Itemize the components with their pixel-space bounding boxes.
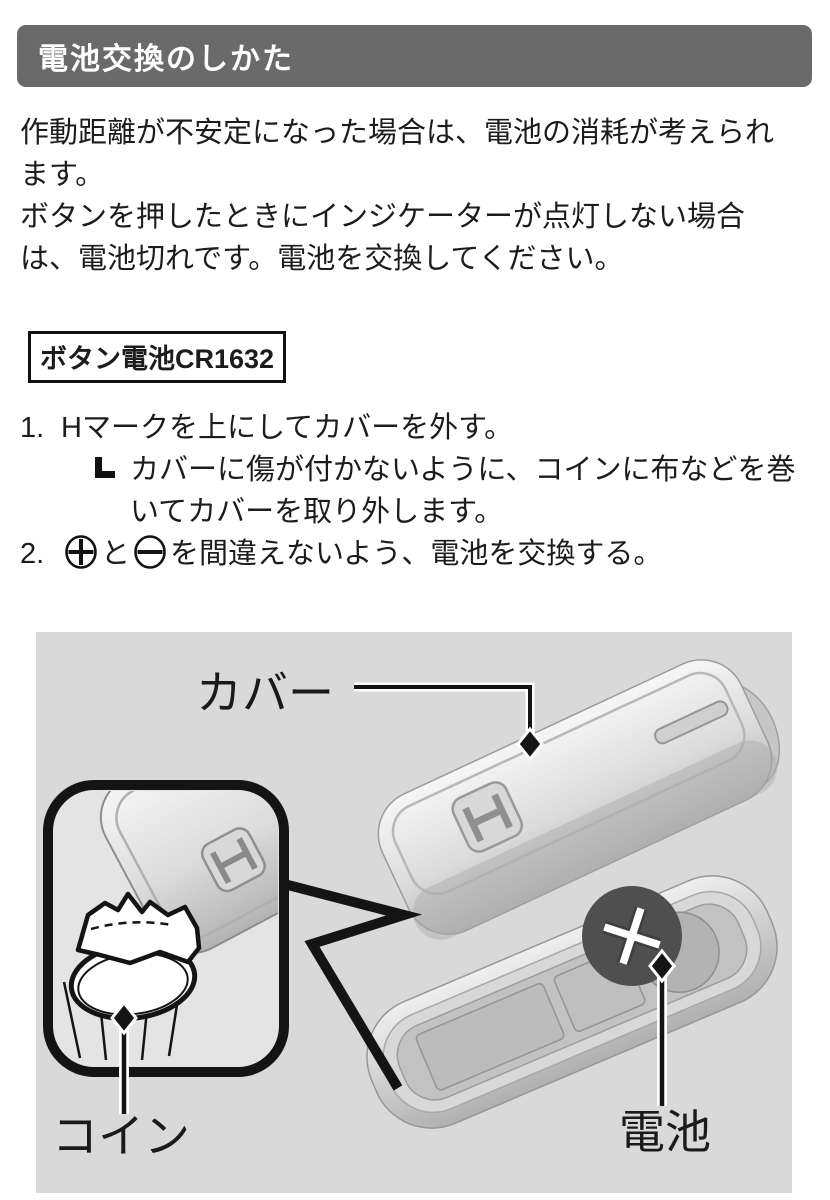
callout-pointer — [282, 879, 423, 1091]
cover-label: カバー — [196, 667, 334, 719]
step-1: 1. Hマークを上にしてカバーを外す。 — [20, 407, 812, 449]
step-2: 2. と を間違えないよう、電池を交換する。 — [20, 533, 812, 575]
step-1-text: Hマークを上にしてカバーを外す。 — [61, 412, 514, 444]
sub-step-marker-icon — [95, 457, 115, 478]
battery-label: 電池 — [619, 1106, 711, 1158]
cover-pointer-diamond — [516, 726, 544, 762]
step-2-between: と — [101, 538, 131, 570]
step-2-text: と を間違えないよう、電池を交換する。 — [61, 533, 812, 575]
intro-text: 作動距離が不安定になった場合は、電池の消耗が考えられます。 ボタンを押したときに… — [20, 112, 798, 280]
cloth — [75, 891, 202, 966]
page-title: 電池交換のしかた — [38, 43, 294, 76]
step-1-note: カバーに傷が付かないように、コインに布などを巻いてカバーを取り外します。 — [95, 449, 812, 533]
minus-circle-icon — [134, 535, 166, 569]
h-logo-small-icon — [200, 827, 266, 893]
battery-type-label: ボタン電池CR1632 — [28, 331, 287, 383]
step-2-after: を間違えないよう、電池を交換する。 — [170, 538, 663, 570]
callout-content — [99, 791, 278, 954]
step-1-note-text: カバーに傷が付かないように、コインに布などを巻いてカバーを取り外します。 — [130, 454, 796, 528]
battery-plus-icon — [602, 906, 662, 966]
battery-pointer-diamond — [648, 948, 676, 984]
cloth-dashed-line — [90, 921, 173, 931]
coin-pointer-diamond — [110, 1000, 138, 1036]
step-2-number: 2. — [20, 538, 45, 570]
coin-label: コイン — [52, 1110, 190, 1162]
remote-cover — [377, 659, 778, 940]
h-logo-icon — [451, 781, 524, 853]
battery-replacement-illustration: カバー 電池 — [36, 632, 792, 1193]
plus-circle-icon — [65, 535, 97, 569]
cover-slit — [654, 700, 729, 745]
cloth-folds — [62, 981, 181, 1061]
section-header: 電池交換のしかた — [17, 25, 812, 87]
steps-list: 1. Hマークを上にしてカバーを外す。 カバーに傷が付かないように、コインに布な… — [20, 407, 812, 575]
intro-paragraph-1: 作動距離が不安定になった場合は、電池の消耗が考えられます。 — [20, 117, 775, 191]
step-1-number: 1. — [20, 412, 45, 444]
intro-paragraph-2: ボタンを押したときにインジケーターが点灯しない場合は、電池切れです。電池を交換し… — [20, 201, 746, 275]
